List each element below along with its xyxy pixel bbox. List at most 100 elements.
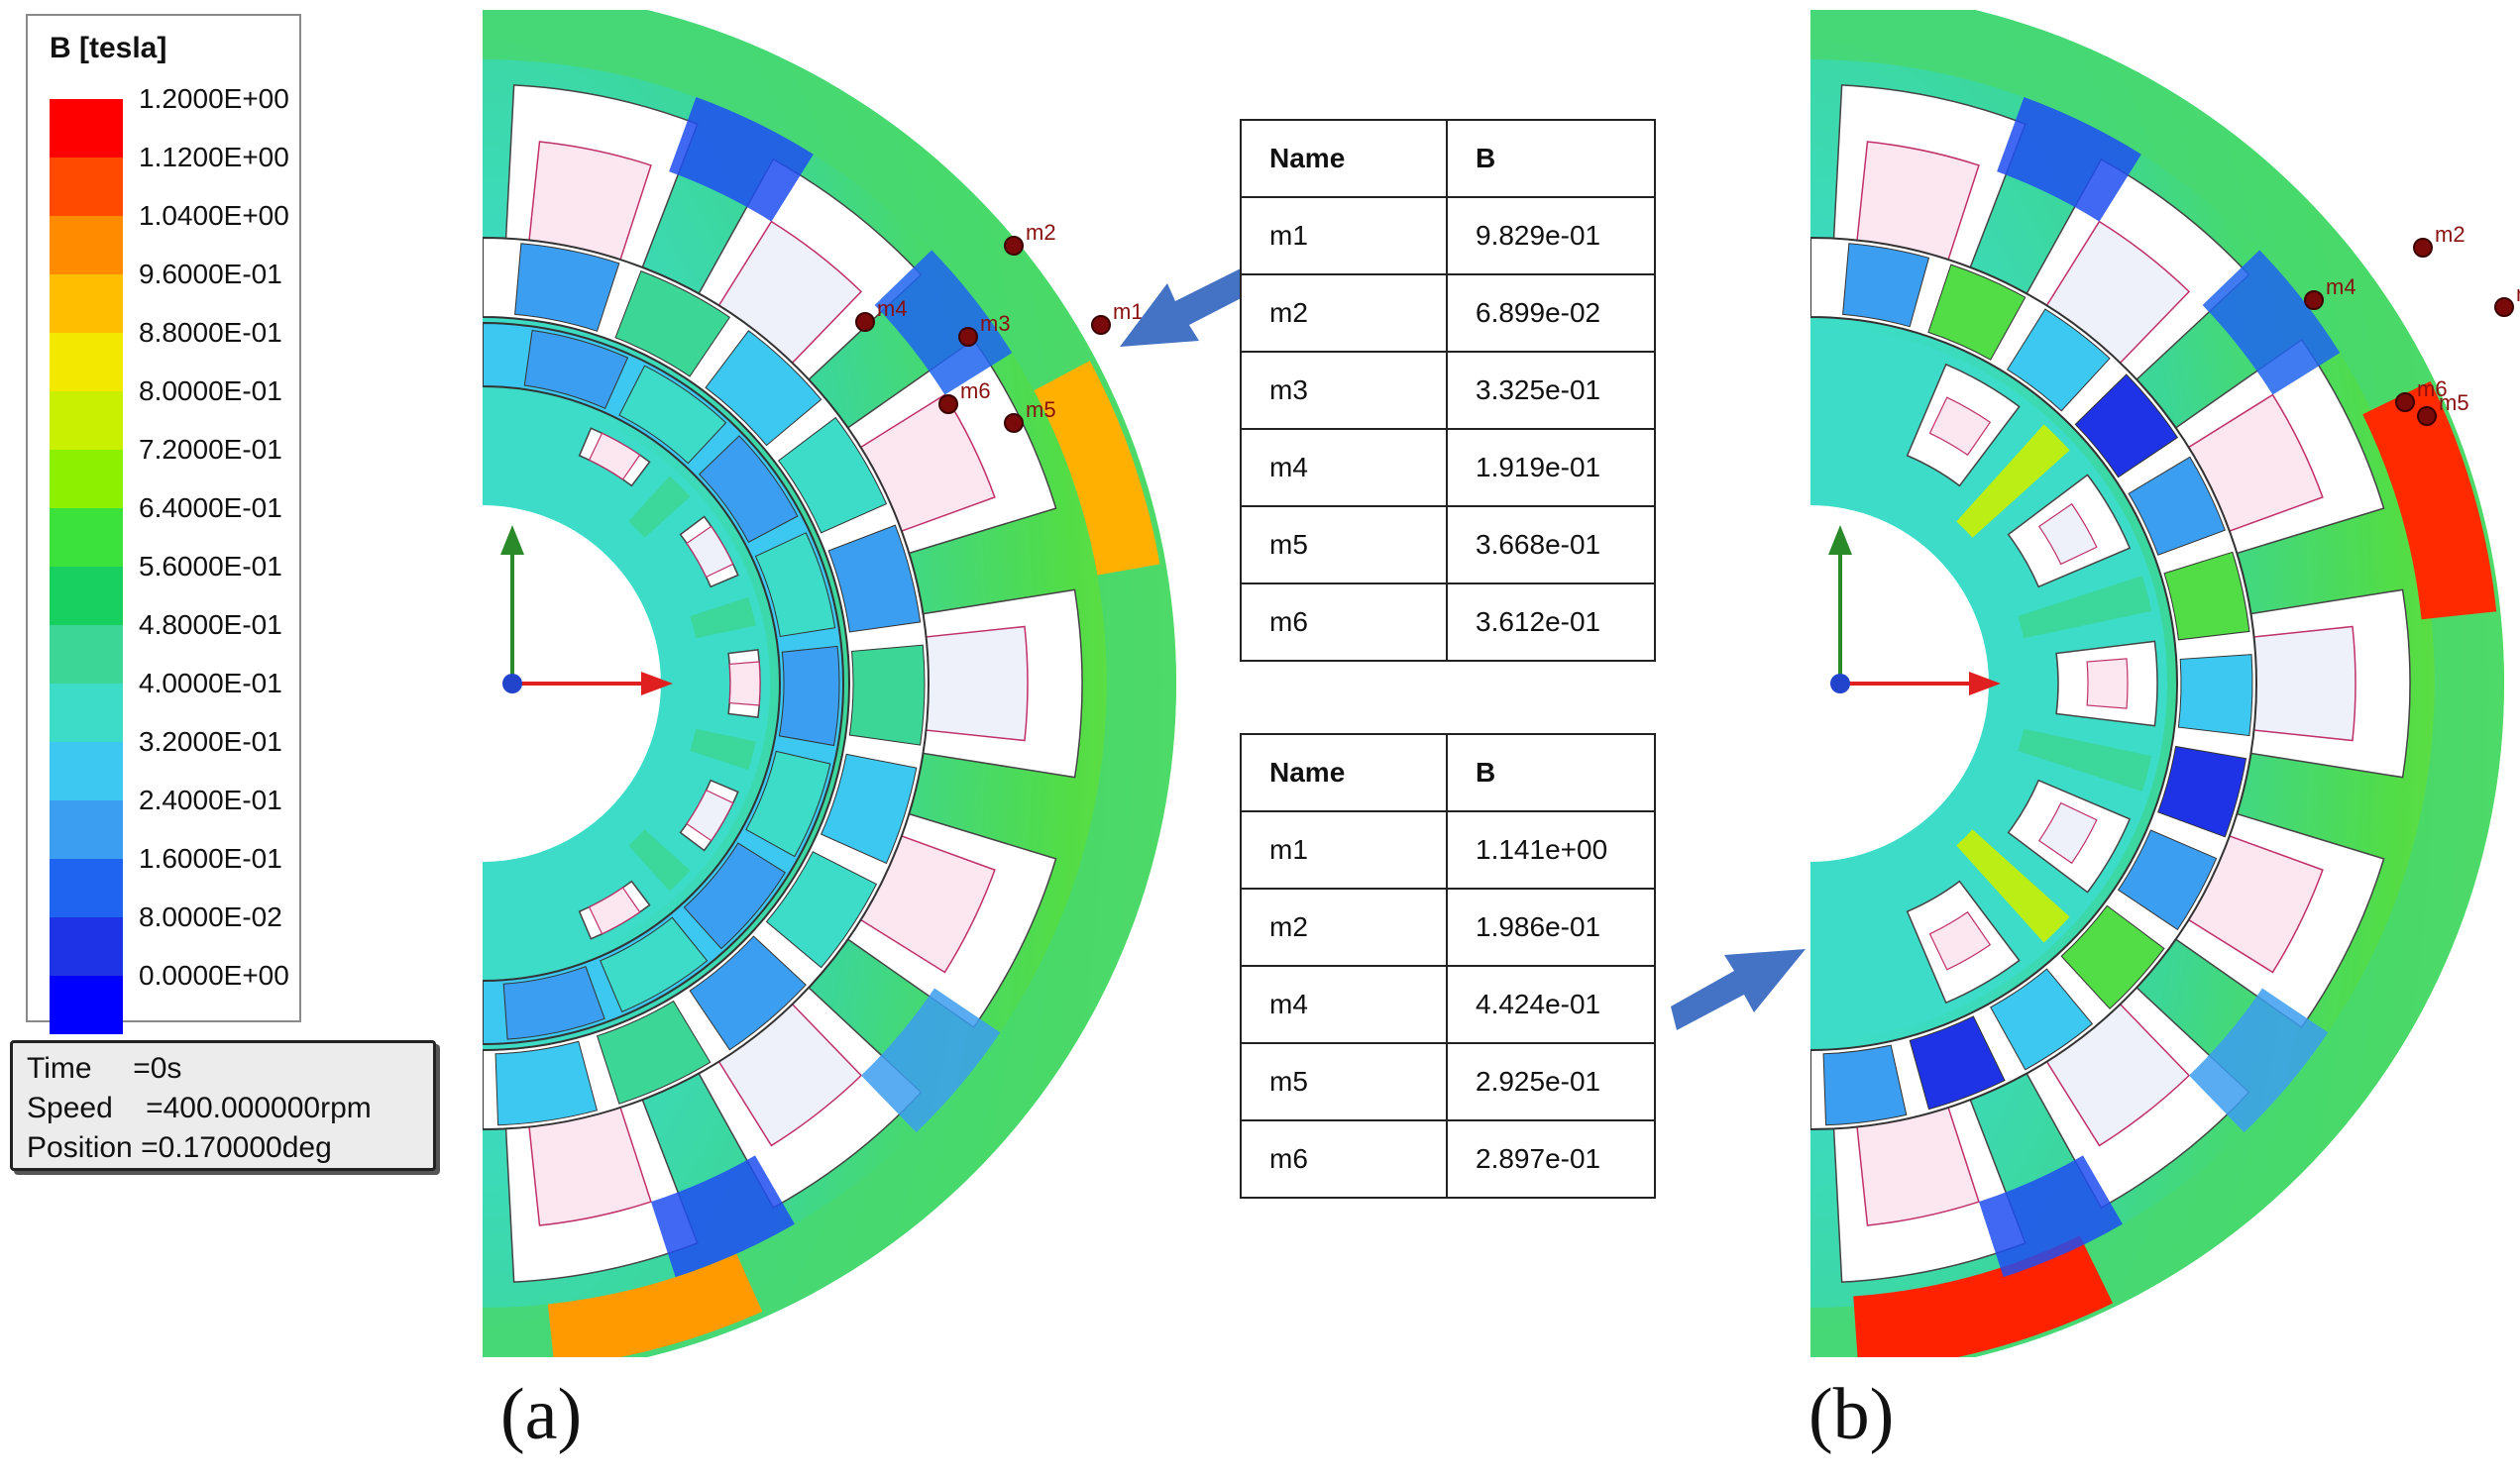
position-readout: Position =0.170000deg [27,1131,332,1164]
ring-segment [1990,968,2094,1071]
point-value: 3.325e-01 [1446,351,1656,430]
probe-point-m3 [958,327,978,347]
point-name: m4 [1240,428,1448,507]
point-name: m1 [1240,810,1448,890]
probe-label-m2: m2 [2435,222,2465,247]
rotor-coil [588,432,641,480]
probe-label-m5: m5 [2439,390,2469,415]
point-name: m6 [1240,1119,1448,1199]
legend-tick-label: 5.6000E-01 [139,551,282,582]
rotor-coil [686,525,734,579]
flux-hotspot [547,1253,763,1357]
flux-lowspot [2189,988,2329,1133]
legend-tick-label: 0.0000E+00 [139,960,289,991]
panel-label-b: (b) [1808,1374,1895,1455]
x-axis-arrowhead [641,672,673,695]
ring-segment [745,750,831,858]
panel-label-a: (a) [500,1374,583,1455]
rotor-tooth [690,728,756,771]
legend-swatch [50,859,123,917]
flux-lowspot [669,96,814,222]
legend-swatch [50,333,123,391]
probe-label-m6: m6 [960,378,991,403]
ring-segment [2163,551,2250,641]
point-name: m5 [1240,505,1448,584]
rotor-tooth [690,596,756,639]
time-readout: Time =0s [27,1052,182,1085]
legend-tick-label: 7.2000E-01 [139,434,282,465]
ring-segment [2157,745,2247,838]
flux-lowspot [650,1155,795,1278]
point-value: 1.141e+00 [1446,810,1656,890]
ring-segment [821,753,918,865]
legend-swatch [50,742,123,800]
ring-segment [1842,243,1930,328]
table-header-row: Name B [1240,733,1656,812]
ring-segment [689,935,807,1051]
probe-label-m4: m4 [877,296,908,321]
point-value: 3.612e-01 [1446,582,1656,662]
point-value: 1.919e-01 [1446,428,1656,507]
rotor-coil [2037,502,2098,566]
point-name: m4 [1240,965,1448,1044]
probe-label-m6: m6 [2417,376,2448,401]
legend-tick-label: 8.0000E-02 [139,901,282,932]
legend-swatch [50,508,123,567]
legend-title: B [tesla] [50,32,167,64]
probe-label-m1: m1 [2516,281,2520,306]
ring-segment [2060,904,2165,1009]
legend-tick-label: 3.2000E-01 [139,726,282,757]
ring-segment [754,532,836,638]
ring-segment [848,644,926,746]
legend-tick-label: 8.0000E-01 [139,375,282,406]
ring-segment [614,269,731,377]
probe-point-m1 [1091,315,1111,335]
probe-label-m1: m1 [1113,299,1144,324]
legend-swatch [50,99,123,158]
flux-lowspot [1978,1155,2123,1278]
ring-segment [2006,308,2111,412]
probe-point-m4 [2304,290,2324,310]
ring-segment [2074,373,2179,478]
ring-segment [600,916,709,1013]
legend-tick-label: 1.6000E-01 [139,843,282,874]
point-name: m2 [1240,273,1448,353]
ring-segment [778,645,840,747]
probe-point-m6 [938,394,958,414]
probe-point-m2 [1004,236,1024,256]
header-b: B [1446,119,1656,198]
legend-swatch [50,216,123,274]
flux-hotspot [1034,361,1160,576]
ring-segment [698,435,799,543]
point-name: m6 [1240,582,1448,662]
rotor-coil [728,661,761,706]
rotor-coil [1928,910,1992,971]
rotor-tooth [628,476,691,538]
simulation-info-box: Time =0s Speed =400.000000rpm Position =… [10,1040,436,1171]
y-axis-arrowhead [500,525,524,555]
legend-tick-label: 9.6000E-01 [139,259,282,289]
probe-point-m5 [1004,413,1024,433]
rotor-coil [588,887,641,935]
ring-segment [705,330,822,447]
probe-label-m4: m4 [2326,274,2356,299]
probe-label-m2: m2 [1026,220,1056,245]
legend-swatch [50,684,123,742]
probe-point-m1 [2494,297,2514,317]
ring-segment [765,851,878,969]
point-value: 6.899e-02 [1446,273,1656,353]
point-name: m1 [1240,196,1448,275]
flux-hotspot [2362,380,2497,620]
legend-tick-label: 4.0000E-01 [139,668,282,698]
rotor-tooth [2018,728,2152,792]
